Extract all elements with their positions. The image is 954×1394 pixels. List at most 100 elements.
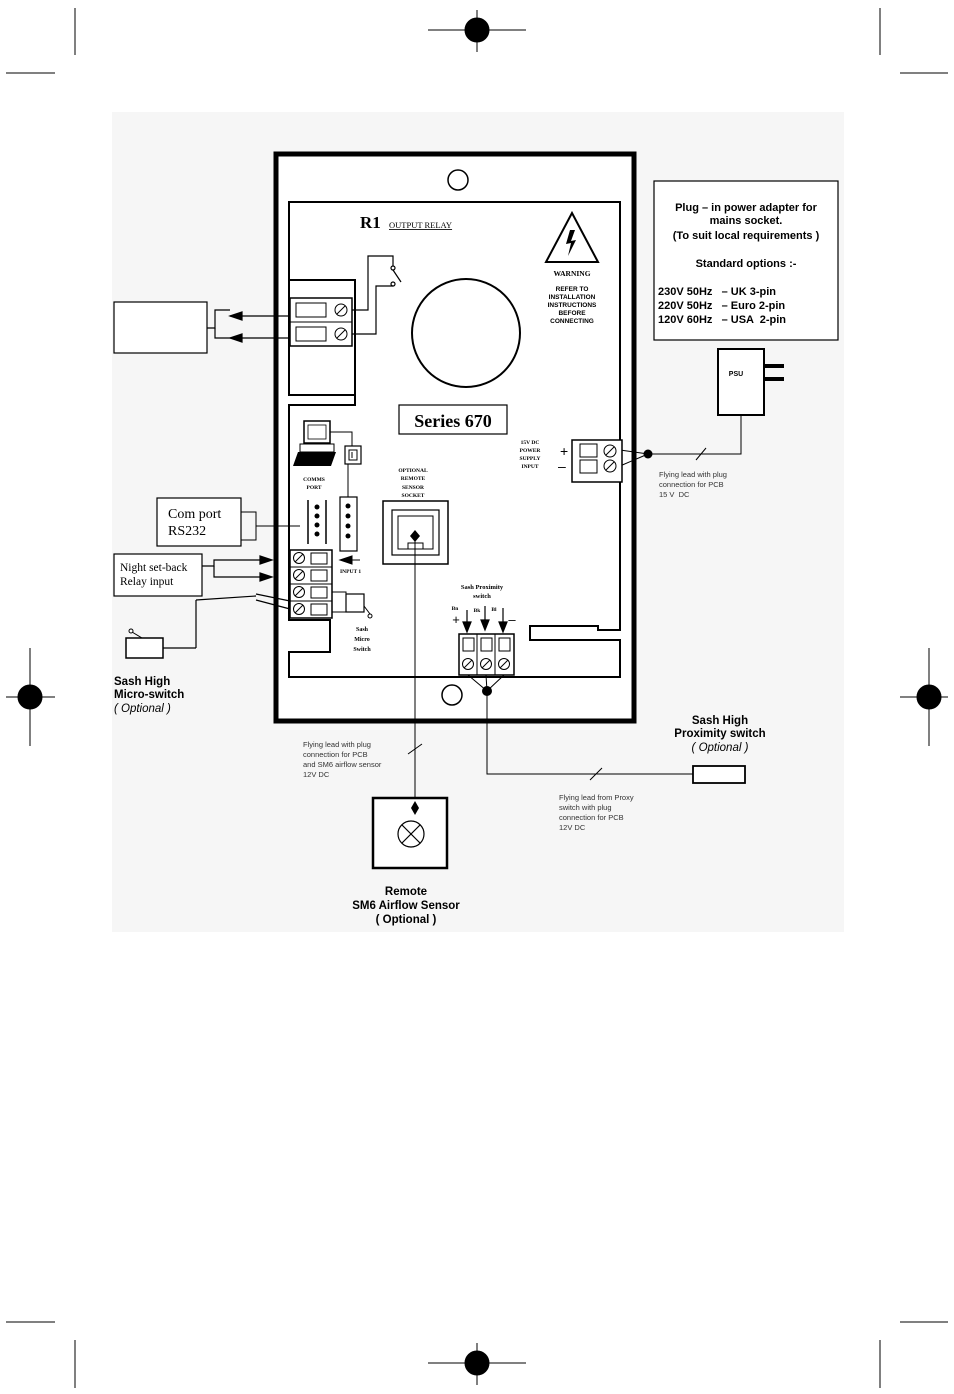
sash-high-micro-line-2: Micro-switch [114,689,184,701]
warning-line-4: BEFORE [558,310,586,317]
sash-high-micro-line-1: Sash High [114,676,170,688]
micro-switch-lever [131,631,143,639]
night-setback-arrows [202,555,274,582]
sensor-lead-note-1: Flying lead with plug [303,740,371,749]
computer-icon [293,420,336,466]
psu-label: PSU [729,371,743,378]
rs232-header [307,500,327,544]
plug-note-box [653,180,839,341]
pcb-outline [288,201,621,678]
comms-connector [344,445,362,465]
output-load-box [113,301,208,354]
input-terminal-block [289,549,333,619]
sensor-lead-note-4: 12V DC [303,770,330,779]
com-port-line-1: Com port [168,507,221,522]
remote-socket-line-2: REMOTE [401,476,426,482]
plug-option-usa: 120V 60Hz – USA 2-pin [658,314,786,326]
remote-socket-line-1: OPTIONAL [398,468,428,474]
external-proximity-switch [692,765,746,784]
sash-micro-switch [332,591,373,619]
psu-lead-note-1: Flying lead with plug [659,470,727,479]
proximity-pin-bn: Bn [452,606,459,612]
proximity-plus: + [452,612,460,627]
power-input-line-2: POWER [520,448,542,454]
warning-sign: WARNING REFER TO INSTALLATION INSTRUCTIO… [544,210,600,325]
proximity-lead-junction [482,686,492,696]
sash-proximity-title-2: switch [473,593,491,600]
crop-marks [6,8,948,1388]
remote-sensor-line-1: Remote [385,886,427,898]
sensor-lead-note-3: and SM6 airflow sensor [303,760,382,769]
comms-port-line-1: COMMS [303,477,325,483]
sash-micro-line-1: Sash [356,627,369,633]
psu-lead-minus [619,453,649,467]
relay-title: OUTPUT RELAY [389,220,452,230]
proximity-minus: – [508,612,516,627]
remote-socket-line-4: SOCKET [402,493,425,499]
airflow-sensor-icon [397,820,425,848]
remote-sensor-line-3: ( Optional ) [376,914,437,926]
comms-connector-pins [348,449,358,461]
psu-lead-note-2: connection for PCB [659,480,724,489]
com-port-line-2: RS232 [168,524,206,539]
sash-proximity-terminal [458,633,515,676]
remote-sensor-line-2: SM6 Airflow Sensor [352,900,460,912]
power-input-line-1: 15V DC [521,440,540,446]
proximity-pin-bl: Bl [491,607,497,613]
sensor-lead-note-2: connection for PCB [303,750,368,759]
relay-id: R1 [360,213,381,232]
proxy-lead-note-1: Flying lead from Proxy [559,793,634,802]
plug-option-euro: 220V 50Hz – Euro 2-pin [658,300,785,312]
warning-title: WARNING [553,269,590,278]
output-arrows [207,309,290,343]
power-minus-sign: – [558,458,566,474]
comms-header [339,496,358,552]
proxy-lead-note-4: 12V DC [559,823,586,832]
lightning-icon [566,230,576,256]
plug-pin-bottom [764,377,784,381]
external-micro-switch [125,637,164,659]
warning-line-1: REFER TO [556,286,589,293]
psu-adapter: PSU [717,348,784,416]
series-label-box [398,404,508,435]
sensor-lead-break [407,743,423,755]
sash-high-proximity-line-2: Proximity switch [674,728,765,740]
power-plus-sign: + [560,443,568,459]
sensor-diamond [411,801,419,815]
psu-lead-plus [619,449,649,455]
series-label: Series 670 [414,411,491,431]
comms-port-line-2: PORT [306,485,321,491]
warning-line-2: INSTALLATION [549,294,596,301]
micro-switch-roller [128,628,134,634]
com-port-box [156,497,242,547]
night-setback-box [113,553,203,597]
proximity-lead-break [589,767,603,781]
plug-options-title: Standard options :- [696,258,797,270]
night-setback-line-1: Night set-back [120,562,188,574]
sash-proximity-title-1: Sash Proximity [461,584,504,591]
relay-switch-symbol [352,255,402,335]
input-arrow [338,555,360,565]
remote-socket-line-3: SENSOR [402,485,425,491]
warning-line-3: INSTRUCTIONS [548,302,597,309]
top-mounting-hole [447,169,469,191]
remote-sm6-sensor [371,796,449,870]
plug-note-line-1: Plug – in power adapter for [675,202,818,214]
relay-terminal-block [289,297,353,347]
comms-link [330,431,353,446]
proxy-lead-note-2: switch with plug [559,803,612,812]
power-input-terminal [571,439,623,483]
proximity-pin-bk: Bk [474,608,482,614]
plug-note-line-2: mains socket. [710,215,783,227]
plug-note-line-3: (To suit local requirements ) [673,230,820,242]
psu-lead [648,415,742,455]
power-input-line-3: SUPPLY [520,456,541,462]
warning-line-5: CONNECTING [550,318,594,325]
sash-micro-line-2: Micro [354,637,370,643]
sash-high-proximity-line-1: Sash High [692,715,748,727]
night-setback-line-2: Relay input [120,576,174,588]
psu-lead-break [695,447,707,461]
plug-pin-top [764,364,784,368]
bottom-mounting-hole [441,684,463,706]
